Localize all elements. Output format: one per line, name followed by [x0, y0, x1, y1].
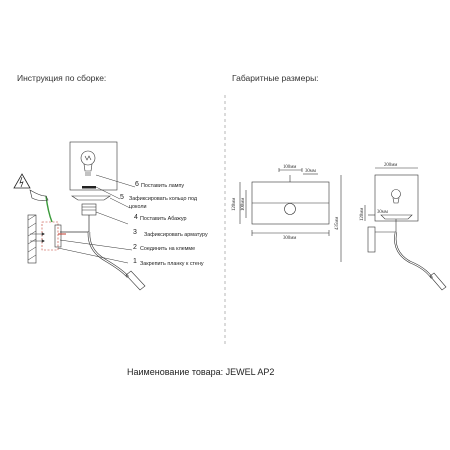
step-4-text: Поставить Абажур	[140, 216, 187, 222]
side-view-shade	[374, 174, 419, 222]
step-4-number: 4	[134, 214, 138, 221]
dim-right-height-total: 435мм	[335, 217, 340, 230]
mounting-plate	[41, 221, 59, 251]
product-name: JEWEL AP2	[225, 367, 275, 377]
dim-top-small: 30мм	[305, 169, 316, 174]
flexible-neck	[87, 231, 129, 278]
side-bulb-icon	[391, 189, 401, 199]
hand-tool-icon	[29, 189, 49, 201]
product-name-line: Наименование товара: JEWEL AP2	[127, 367, 274, 377]
fixture-arm	[60, 215, 90, 233]
electric-hazard-icon	[13, 173, 31, 189]
step-5-text: Зафиксировать кольцо под	[129, 196, 197, 202]
step-5-text-line2: цоколи	[129, 204, 147, 210]
front-view-knob	[284, 203, 296, 215]
reading-lamp-head	[125, 270, 146, 291]
dim-left-height-outer: 120мм	[232, 198, 237, 211]
step-3-number: 3	[133, 229, 137, 236]
fixing-ring	[82, 186, 96, 189]
dim-top-width-right: 200мм	[384, 163, 397, 168]
wire-green	[45, 195, 53, 223]
dimensions-heading: Габаритные размеры:	[232, 73, 319, 83]
step-6-text: Поставить лампу	[141, 183, 185, 189]
step-3-text: Зафиксировать арматуру	[144, 232, 208, 238]
step-1-text: Закрепить планку к стену	[140, 261, 204, 267]
dim-left-height-inner: 100мм	[241, 198, 246, 211]
bulb-icon	[80, 150, 96, 176]
step-1-number: 1	[133, 258, 137, 265]
step-2-text: Соединить на клеммe	[140, 246, 196, 252]
shade-holder	[71, 195, 111, 201]
lampshade-outline	[69, 141, 118, 191]
socket	[81, 203, 97, 216]
product-label: Наименование товара:	[127, 367, 224, 377]
side-wall-plate	[367, 226, 376, 253]
dim-top-width-left: 100мм	[283, 165, 296, 170]
dim-right-small: 30мм	[377, 210, 388, 215]
step-2-number: 2	[133, 244, 137, 251]
side-reading-head	[429, 272, 447, 291]
dim-right-shade-height: 120мм	[360, 208, 365, 221]
dim-bottom-width: 300мм	[283, 236, 296, 241]
step-6-number: 6	[135, 181, 139, 188]
assembly-instructions-heading: Инструкция по сборке:	[17, 73, 107, 83]
step-5-number: 5	[120, 194, 124, 201]
